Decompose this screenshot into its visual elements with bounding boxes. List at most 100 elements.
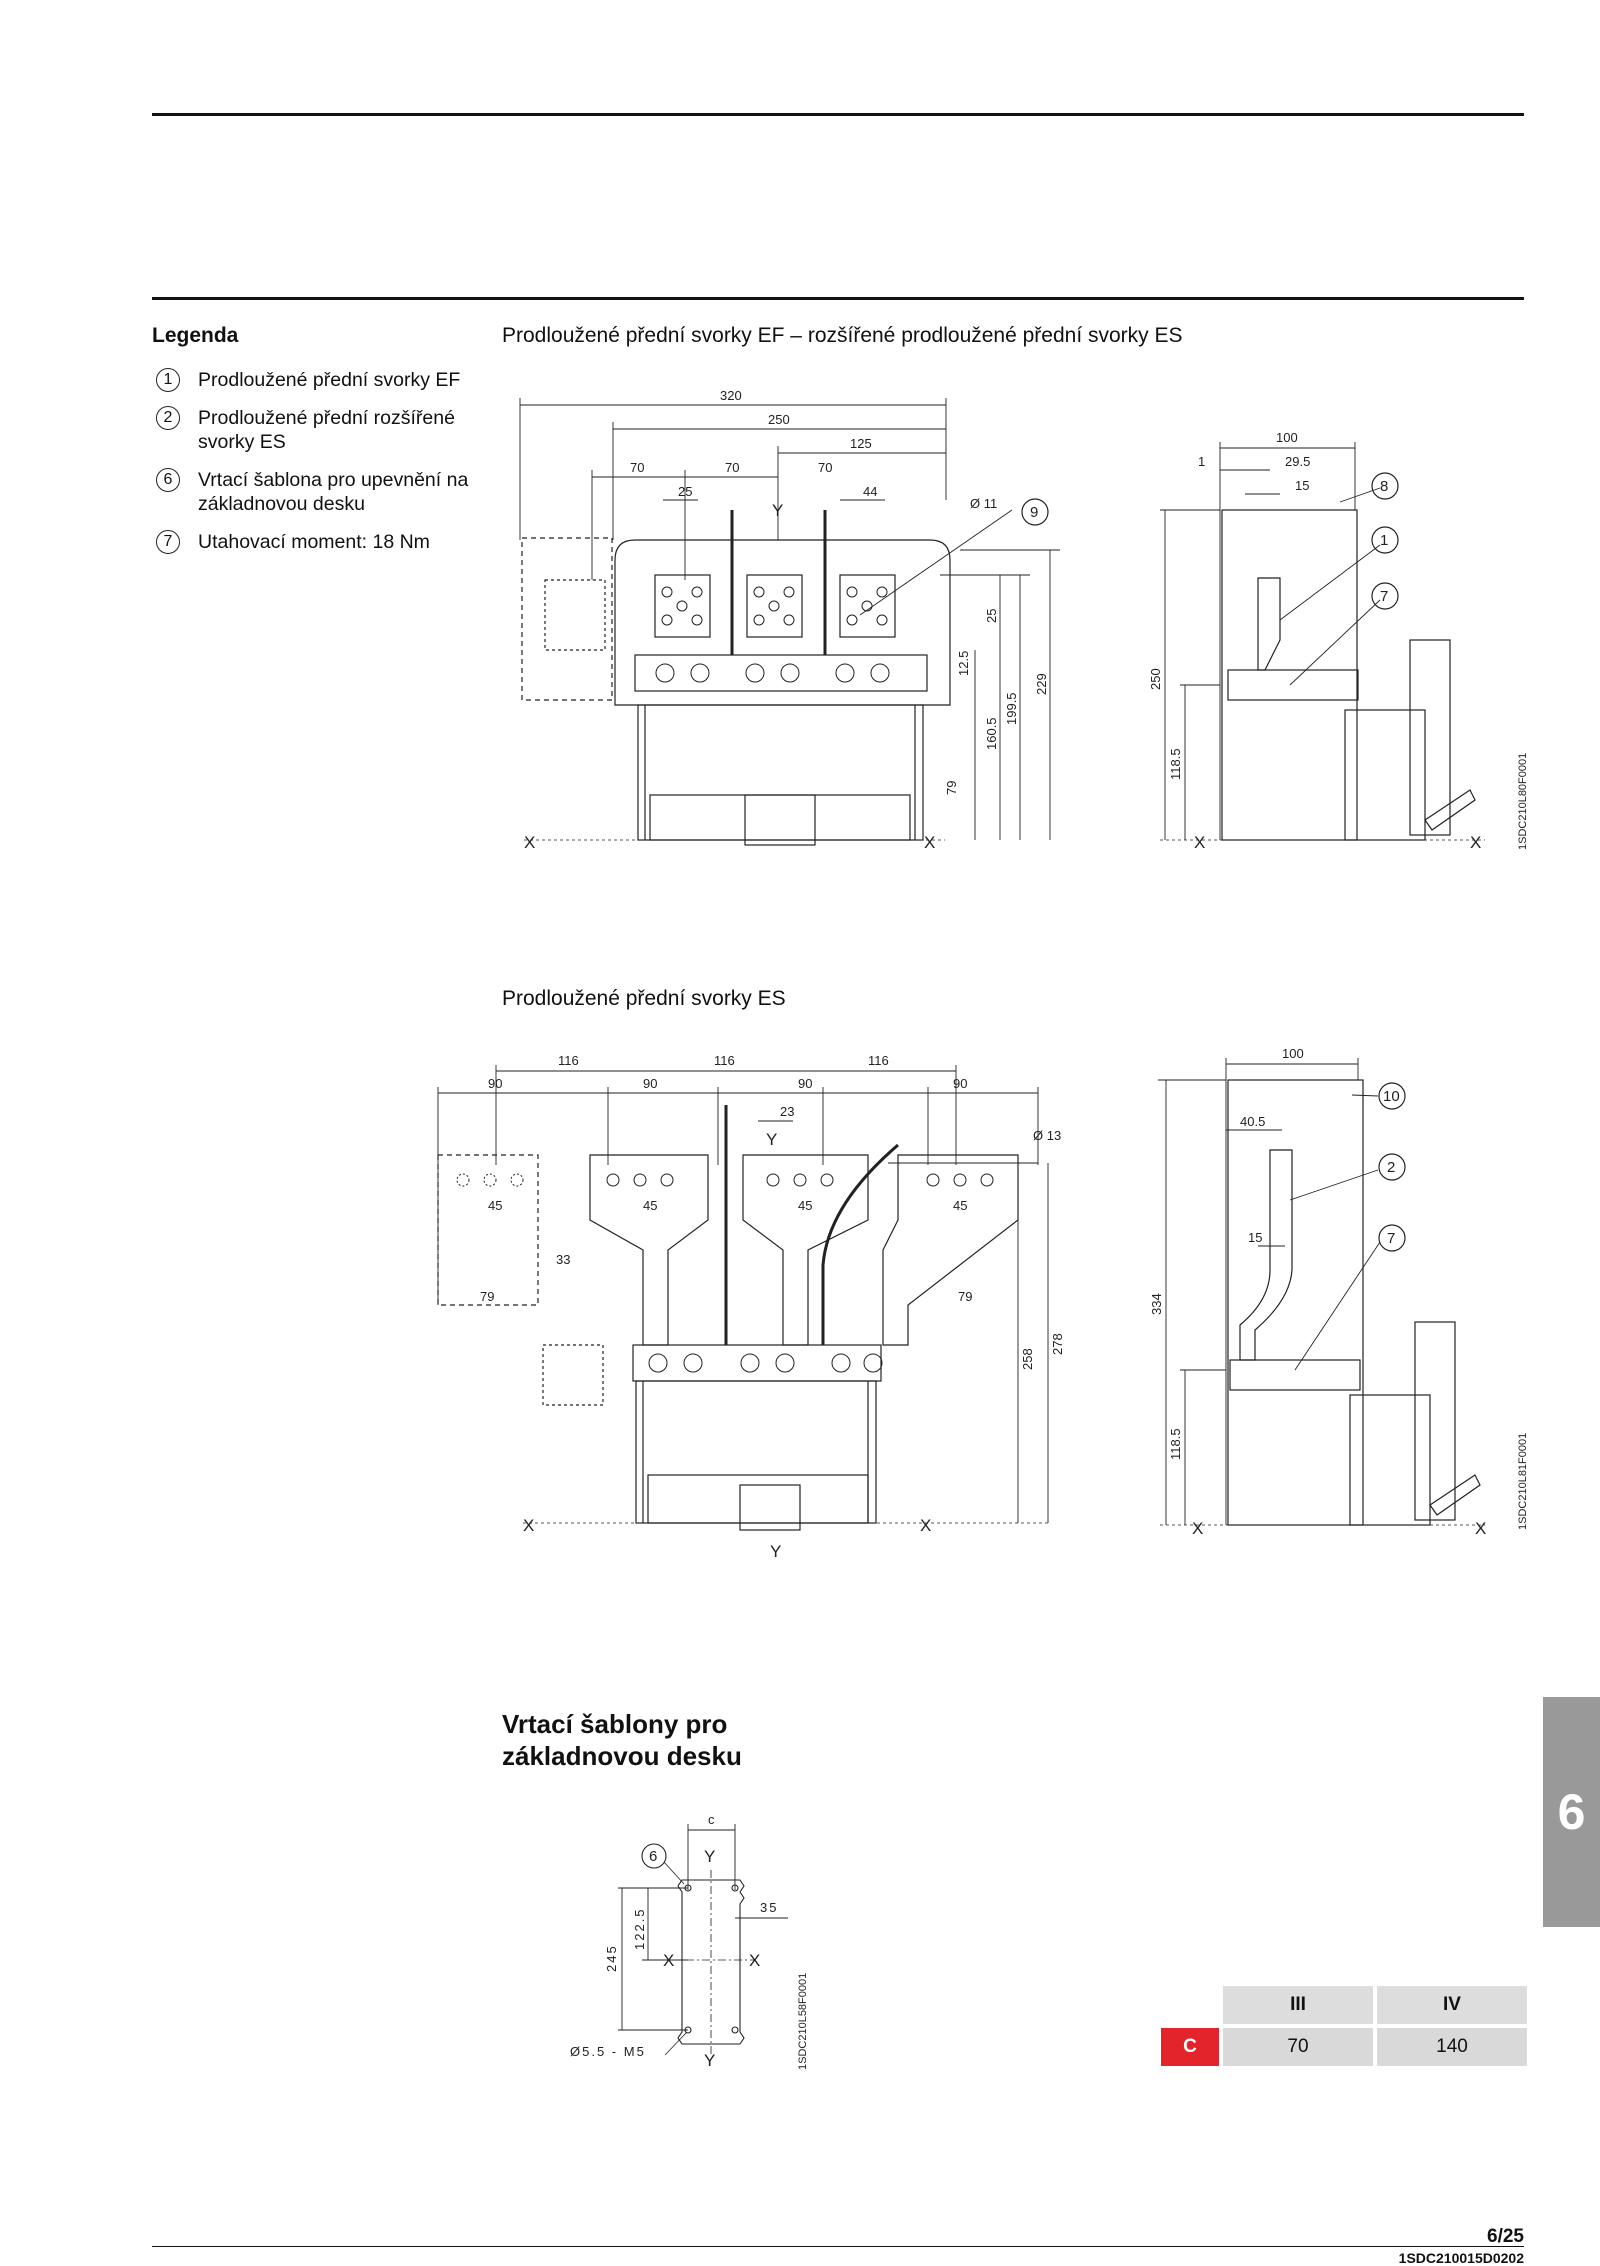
callout-2: 2 <box>1387 1159 1395 1176</box>
dim-320: 320 <box>720 388 742 403</box>
callout-1: 1 <box>1380 532 1388 549</box>
legend-text: Prodloužené přední rozšířené svorky ES <box>198 407 455 453</box>
chapter-tab: 6 <box>1543 1697 1600 1927</box>
legend-title: Legenda <box>152 324 239 347</box>
section-title: Vrtací šablony pro základnovou desku <box>502 1709 742 1771</box>
legend-number: 2 <box>156 406 180 430</box>
dimension-table: III IV C 70 140 <box>1157 1986 1531 2066</box>
axis-x-label: X <box>1470 833 1481 852</box>
section-rule <box>152 297 1524 300</box>
dim-118-5: 118.5 <box>1168 1428 1183 1460</box>
dim-25-vertical: 25 <box>984 609 999 623</box>
figure2-side-drawing: 100 40.5 15 334 118.5 X X 1SDC210L81F000… <box>1149 1046 1529 1538</box>
legend-number: 6 <box>156 468 180 492</box>
table-header-row: III IV <box>1161 1986 1527 2028</box>
dim-70: 70 <box>630 460 644 475</box>
axis-x-label: X <box>1192 1519 1203 1538</box>
axis-y-label: Y <box>770 1542 781 1561</box>
axis-x-label: X <box>1194 833 1205 852</box>
dim-334: 334 <box>1149 1293 1164 1315</box>
dim-1: 1 <box>1198 454 1205 469</box>
dim-278: 278 <box>1050 1333 1065 1355</box>
dim-15: 15 <box>1295 478 1309 493</box>
dim-250: 250 <box>1148 668 1163 690</box>
legend-text: Vrtací šablona pro upevnění na základnov… <box>198 469 469 515</box>
dim-118-5: 118.5 <box>1168 748 1183 780</box>
callout-7: 7 <box>1387 1230 1395 1247</box>
drawing-code: 1SDC210L81F0001 <box>1517 1433 1529 1530</box>
dim-79: 79 <box>944 781 959 795</box>
callout-8: 8 <box>1380 478 1388 495</box>
axis-x-label: X <box>523 1516 534 1535</box>
legend-item: 6 Vrtací šablona pro upevnění na základno… <box>152 468 482 516</box>
dim-199-5: 199.5 <box>1004 692 1019 725</box>
dim-35: 35 <box>760 1900 778 1915</box>
legend-number: 7 <box>156 530 180 554</box>
dim-90: 90 <box>953 1076 967 1091</box>
legend-item: 1 Prodloužené přední svorky EF <box>152 368 482 392</box>
axis-y-label: Y <box>704 1847 715 1866</box>
dim-116: 116 <box>558 1053 579 1068</box>
dim-258: 258 <box>1020 1348 1035 1370</box>
axis-x-label: X <box>524 833 535 852</box>
dim-116: 116 <box>868 1053 889 1068</box>
hole-spec-label: Ø5.5 - M5 <box>570 2044 646 2059</box>
dim-250: 250 <box>768 412 790 427</box>
dim-70: 70 <box>725 460 739 475</box>
drawing-code: 1SDC210L58F0001 <box>797 1973 809 2070</box>
table-empty-cell <box>1161 1986 1219 2028</box>
axis-x-label: X <box>920 1516 931 1535</box>
top-rule <box>152 113 1524 116</box>
dim-90: 90 <box>798 1076 812 1091</box>
dim-116: 116 <box>714 1053 735 1068</box>
dim-44: 44 <box>863 484 877 499</box>
table-cell: 140 <box>1377 2028 1527 2066</box>
table-header: III <box>1223 1986 1373 2028</box>
figure1-side-drawing: 100 1 29.5 15 250 118.5 X X 1SDC210L80F0… <box>1148 430 1529 852</box>
dim-90: 90 <box>488 1076 502 1091</box>
dim-c: c <box>708 1812 715 1827</box>
figure2-front-drawing: 116 116 116 90 90 90 90 23 Ø 13 Y 45 45 … <box>437 1053 1065 1561</box>
legend-text: Utahovací moment: 18 Nm <box>198 531 430 553</box>
legend-number: 1 <box>156 368 180 392</box>
axis-y-label: Y <box>766 1130 777 1149</box>
document-code: 1SDC210015D0202 <box>1398 2250 1524 2266</box>
page-number: 6/25 <box>1487 2226 1524 2247</box>
callout-10: 10 <box>1383 1088 1400 1105</box>
callout-7: 7 <box>1380 588 1388 605</box>
dim-33: 33 <box>556 1252 570 1267</box>
figure1-caption: Prodloužené přední svorky EF – rozšířené… <box>502 324 1183 347</box>
dim-15: 15 <box>1248 1230 1262 1245</box>
dim-45: 45 <box>643 1198 657 1213</box>
legend-item: 2 Prodloužené přední rozšířené svorky ES <box>152 406 482 454</box>
figure1-front-drawing: 320 250 125 70 70 70 25 44 Ø 11 Y X X 25… <box>519 388 1060 852</box>
footer-rule <box>152 2246 1524 2247</box>
dim-125: 125 <box>850 436 872 451</box>
figure2-caption: Prodloužené přední svorky ES <box>502 987 786 1010</box>
table-row-label: C <box>1161 2028 1219 2066</box>
dim-70: 70 <box>818 460 832 475</box>
dim-23: 23 <box>780 1104 794 1119</box>
dim-45: 45 <box>953 1198 967 1213</box>
callout-9: 9 <box>1030 504 1038 521</box>
drawing-code: 1SDC210L80F0001 <box>1517 753 1529 850</box>
legend-text: Prodloužené přední svorky EF <box>198 369 461 391</box>
hole-diameter-label: Ø 13 <box>1033 1128 1061 1143</box>
callout-6: 6 <box>649 1848 657 1865</box>
dim-122-5: 122.5 <box>632 1907 647 1950</box>
dim-45: 45 <box>488 1198 502 1213</box>
axis-x-label: X <box>663 1951 674 1970</box>
hole-diameter-label: Ø 11 <box>970 496 997 511</box>
dim-40-5: 40.5 <box>1240 1114 1265 1129</box>
dim-45: 45 <box>798 1198 812 1213</box>
axis-x-label: X <box>1475 1519 1486 1538</box>
axis-y-label: Y <box>772 501 783 520</box>
dim-79: 79 <box>480 1289 494 1304</box>
legend-list: 1 Prodloužené přední svorky EF 2 Prodlouže… <box>152 368 482 568</box>
axis-x-label: X <box>749 1951 760 1970</box>
dim-100: 100 <box>1276 430 1298 445</box>
axis-y-label: Y <box>704 2051 715 2070</box>
dim-29-5: 29.5 <box>1285 454 1310 469</box>
legend-item: 7 Utahovací moment: 18 Nm <box>152 530 482 554</box>
table-cell: 70 <box>1223 2028 1373 2066</box>
